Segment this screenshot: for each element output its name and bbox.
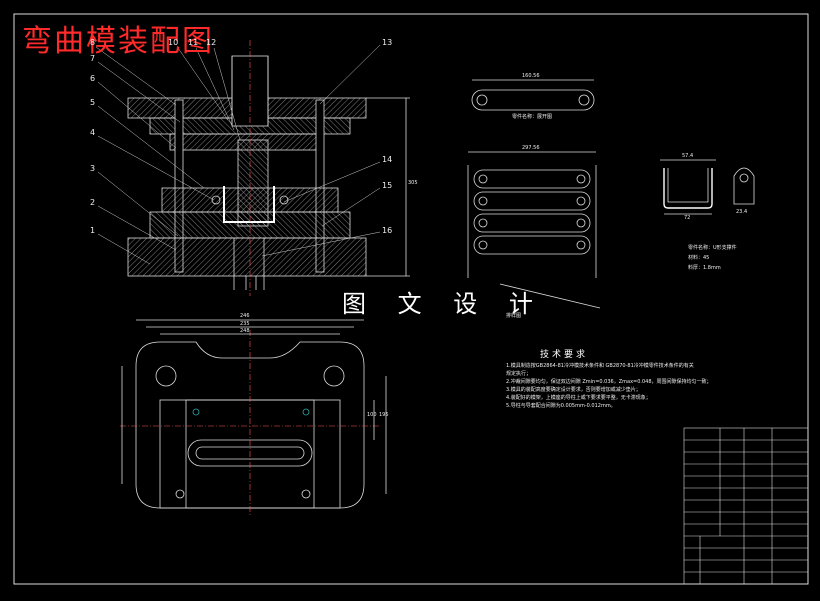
u-part-view	[660, 159, 755, 215]
callout-6: 6	[90, 74, 96, 83]
callout-3: 3	[90, 164, 96, 173]
tech-req-item: 4.装配好的模架，上模座的导柱上或下要求要平整，无卡滞现象；	[506, 395, 651, 401]
strip-layout	[467, 151, 601, 309]
callout-10: 10	[168, 38, 179, 47]
part-name-blank: 零件名称：展开图	[512, 114, 553, 120]
drawing-title: 弯曲模装配图	[22, 24, 214, 59]
callout-14: 14	[382, 155, 393, 164]
callout-4: 4	[90, 128, 96, 137]
part-material: 材料：45	[688, 255, 710, 261]
dim-blank-length: 160.56	[522, 73, 540, 79]
dim-base-2: 235	[240, 321, 250, 327]
callout-2: 2	[90, 198, 96, 207]
dim-base-3: 248	[240, 328, 250, 334]
part-name-u: 零件名称：U形支撑件	[688, 245, 737, 251]
callout-7: 7	[90, 54, 96, 63]
tech-req-item: 2.冲裁间隙要均匀，保证双边间隙 Zmin=0.036，Zmax=0.048，周…	[506, 379, 712, 385]
tech-req-item: 3.模具的装配高度要确定设计要求，否则要增加或减少垫片；	[506, 387, 641, 393]
title-block	[683, 427, 809, 585]
dim-u-width: 57.4	[682, 153, 694, 159]
dim-h2: 195	[379, 412, 389, 418]
leader-lines	[95, 44, 381, 265]
dim-strip-width: 297.56	[522, 145, 540, 151]
callout-12: 12	[206, 38, 217, 47]
callout-15: 15	[382, 181, 393, 190]
callout-16: 16	[382, 226, 393, 235]
callout-13: 13	[382, 38, 393, 47]
callout-5: 5	[90, 98, 96, 107]
sheet-border	[13, 13, 809, 585]
section-view	[127, 40, 410, 296]
callout-8: 8	[90, 38, 96, 47]
part-thickness: 料厚：1.8mm	[688, 265, 721, 271]
strip-layout-label: 排样图	[506, 313, 522, 319]
callout-1: 1	[90, 226, 96, 235]
dim-u-bottom: 72	[684, 215, 691, 221]
plan-view	[120, 319, 387, 515]
dim-h3: 305	[408, 180, 418, 186]
dim-tab-width: 23.4	[736, 209, 748, 215]
tech-req-item: 5.导柱与导套配合间隙为0.005mm-0.012mm。	[506, 403, 616, 409]
tech-req-item: 1.模具制造按GB2864-81冷冲模技术条件和 GB2870-81冷冲模零件技…	[506, 363, 694, 369]
blank-view	[471, 79, 595, 111]
callout-11: 11	[188, 38, 199, 47]
dim-h1: 100	[367, 412, 377, 418]
watermark: 图 文 设 计	[342, 290, 545, 318]
tech-req-title: 技术要求	[540, 350, 589, 360]
tech-req-item: 规定执行；	[506, 371, 532, 377]
dim-base-1: 246	[240, 313, 250, 319]
